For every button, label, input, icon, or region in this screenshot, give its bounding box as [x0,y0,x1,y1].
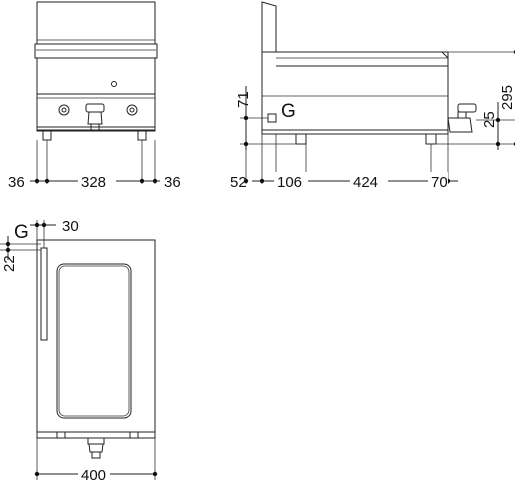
top-dim-width: 400 [81,467,106,483]
side-top-plate [276,51,449,67]
top-dim-gas-offset-y: 22 [1,255,18,272]
side-gas-tap-icon [447,103,477,133]
side-dim-d4: 70 [431,174,448,191]
front-dim-left: 36 [8,174,25,191]
front-view [34,1,158,184]
front-dimension-line [30,172,160,188]
side-dimension-lines [243,50,515,188]
side-gas-connection-icon [267,113,277,123]
front-knob-icon [58,104,70,116]
side-backsplash [261,1,277,53]
side-gas-label: G [281,101,296,122]
front-foot-right [137,130,147,141]
top-gas-tap-icon [87,437,105,459]
front-pilot-icon [111,81,117,87]
front-top-plate [34,43,158,59]
front-backsplash [36,1,156,45]
top-gas-label: G [14,222,29,243]
side-foot-left [295,133,307,145]
top-cooking-well [56,263,132,419]
top-dim-gas-offset-x: 30 [62,218,79,235]
front-upper-body [36,57,156,95]
front-control-panel [36,93,156,131]
side-dim-d1: 52 [230,174,247,191]
front-ignition-icon [126,104,138,116]
top-view [0,220,156,480]
side-dim-gas-height: 71 [235,91,252,108]
side-dim-d3: 424 [353,174,378,191]
side-dim-total-height: 295 [499,85,515,110]
side-foot-right [425,133,437,145]
side-dim-foot-height: 25 [481,111,498,128]
front-dim-width: 328 [81,174,106,191]
top-dimension-lines [5,222,158,482]
top-backsplash [40,247,48,341]
side-view [240,1,515,184]
side-dim-d2: 106 [277,174,302,191]
front-foot-left [42,130,52,141]
top-outline [36,239,156,433]
front-dim-right: 36 [164,174,181,191]
